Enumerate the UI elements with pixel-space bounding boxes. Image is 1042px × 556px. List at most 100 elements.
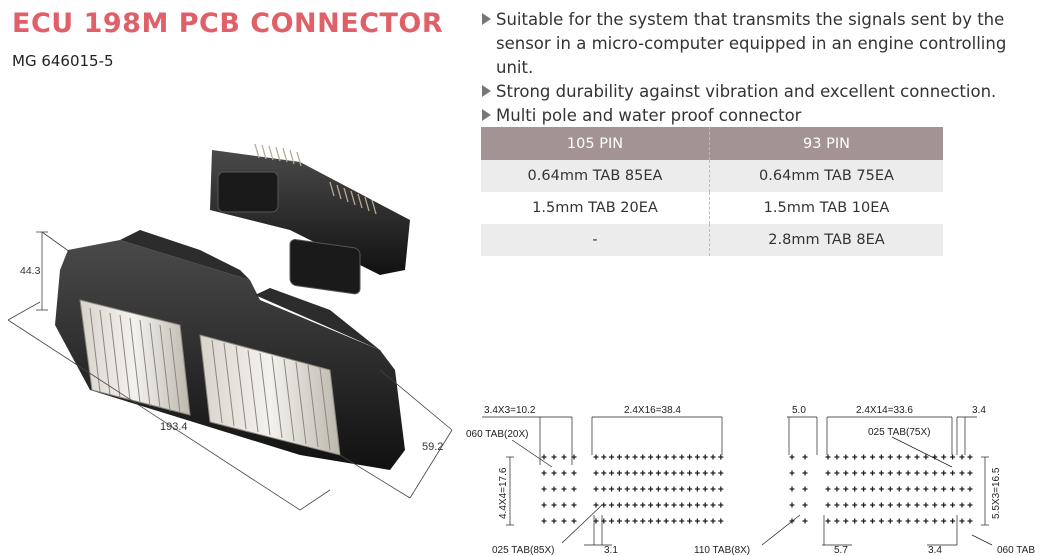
feature-item: Strong durability against vibration and …: [482, 80, 1042, 104]
pin-marker: [561, 486, 567, 492]
dim-label: 3.4X3=10.2: [484, 405, 536, 416]
pin-marker: [905, 518, 911, 524]
pin-marker: [541, 518, 547, 524]
pin-marker: [655, 486, 661, 492]
pin-marker: [702, 502, 708, 508]
pin-marker: [541, 470, 547, 476]
pin-marker: [852, 454, 858, 460]
pin-marker: [561, 518, 567, 524]
pin-marker: [843, 518, 849, 524]
pin-marker: [541, 454, 547, 460]
pin-marker: [959, 518, 965, 524]
pin-marker: [679, 502, 685, 508]
pin-marker: [694, 470, 700, 476]
pin-marker: [896, 518, 902, 524]
pin-marker: [624, 486, 630, 492]
tab-label: 060 TAB: [997, 545, 1035, 556]
pin-marker: [878, 454, 884, 460]
pin-marker: [616, 454, 622, 460]
dim-label: 4.4X4=17.6: [498, 467, 509, 519]
pin-marker: [561, 454, 567, 460]
pin-marker: [834, 502, 840, 508]
tab-label: 060 TAB(20X): [466, 429, 528, 440]
pin-marker: [663, 470, 669, 476]
pin-marker: [655, 502, 661, 508]
dim-label: 2.4X14=33.6: [856, 405, 913, 416]
pin-marker: [601, 502, 607, 508]
pin-marker: [671, 486, 677, 492]
pin-marker: [609, 454, 615, 460]
pin-marker: [624, 518, 630, 524]
pin-marker: [941, 502, 947, 508]
pin-marker: [923, 502, 929, 508]
rear-connector-image: [210, 143, 410, 295]
part-number: MG 646015-5: [12, 52, 114, 70]
pin-marker: [905, 502, 911, 508]
pin-marker: [802, 518, 808, 524]
pin-marker: [950, 470, 956, 476]
pin-marker: [710, 470, 716, 476]
pin-marker: [887, 486, 893, 492]
pin-marker: [671, 470, 677, 476]
pin-marker: [950, 454, 956, 460]
table-cell: 1.5mm TAB 20EA: [481, 192, 710, 224]
pin-marker: [870, 454, 875, 460]
pin-marker: [624, 502, 630, 508]
pin-marker: [789, 470, 795, 476]
bullet-arrow-icon: [482, 109, 491, 121]
pin-marker: [671, 454, 677, 460]
pin-marker: [616, 486, 622, 492]
pin-marker: [959, 470, 965, 476]
pin-layout-drawing: 3.4X3=10.2 2.4X16=38.4 060 TAB(20X) 4.4X…: [466, 405, 1035, 556]
pin-marker: [923, 486, 929, 492]
pin-marker: [571, 486, 577, 492]
pin-marker: [687, 470, 693, 476]
bullet-arrow-icon: [482, 13, 491, 25]
pin-marker: [825, 518, 831, 524]
pin-marker: [593, 502, 599, 508]
pin-marker: [648, 486, 654, 492]
pin-marker: [789, 486, 795, 492]
pin-marker: [718, 470, 724, 476]
pin-marker: [702, 518, 708, 524]
table-cell: 0.64mm TAB 75EA: [709, 160, 943, 192]
pin-marker: [640, 470, 646, 476]
height-dimension: 44.3: [20, 265, 41, 277]
pin-marker: [825, 486, 831, 492]
pin-marker: [710, 486, 716, 492]
dim-label: 5.5X3=16.5: [991, 467, 1002, 519]
tab-label: 025 TAB(85X): [492, 545, 554, 556]
pin-markers: [541, 454, 973, 524]
pin-marker: [710, 518, 716, 524]
pin-marker: [648, 502, 654, 508]
pin-marker: [878, 486, 884, 492]
pin-marker: [551, 502, 557, 508]
pin-marker: [789, 454, 795, 460]
pin-marker: [632, 518, 638, 524]
pin-marker: [694, 518, 700, 524]
table-row: 0.64mm TAB 85EA 0.64mm TAB 75EA: [481, 160, 943, 192]
pin-marker: [640, 454, 646, 460]
pin-marker: [789, 502, 795, 508]
pin-marker: [561, 470, 567, 476]
pin-marker: [789, 518, 795, 524]
pin-marker: [870, 470, 875, 476]
pin-marker: [932, 502, 938, 508]
pin-marker: [551, 518, 557, 524]
pin-marker: [861, 470, 867, 476]
pin-marker: [616, 470, 622, 476]
depth-dimension: 59.2: [422, 441, 443, 453]
pin-marker: [959, 454, 965, 460]
pin-marker: [967, 454, 973, 460]
pin-marker: [640, 502, 646, 508]
feature-item: Suitable for the system that transmits t…: [482, 8, 1042, 32]
pin-marker: [718, 454, 724, 460]
pin-marker: [861, 454, 867, 460]
pin-marker: [967, 502, 973, 508]
pin-marker: [834, 518, 840, 524]
pin-marker: [896, 502, 902, 508]
pin-marker: [624, 454, 630, 460]
pin-marker: [861, 502, 867, 508]
bullet-arrow-icon: [482, 85, 491, 97]
dim-label: 3.4: [972, 405, 986, 416]
